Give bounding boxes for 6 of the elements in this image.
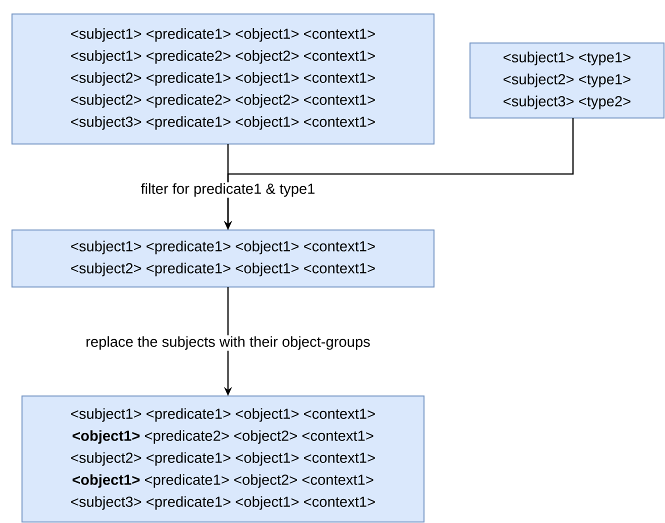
text-box: <subject1> <predicate1> <object1> <context1> <object1> <predicate2> <object2> <context1> <subject2> <predicate1> <object1> <context1> <object1> <predicate1> <object2> <context1> <subject3> <predicate1> <object1> <context1> (22, 396, 424, 522)
text-box: <subject1> <type1> <subject2> <type1> <subject3> <type2> (470, 42, 664, 118)
text-box: <subject1> <predicate1> <object1> <context1> <subject2> <predicate1> <object1> <context1> (12, 230, 434, 288)
text-box: <subject1> <predicate1> <object1> <context1> <subject1> <predicate2> <object2> <context1> <subject2> <predicate1> <object1> <context1> <subject2> <predicate2> <object2> <context1> <subject3> <predicate1> <object1> <context1> (12, 14, 434, 144)
edge-label: filter for predicate1 & type1 (140, 182, 316, 198)
edge-label: replace the subjects with their object-groups (84, 335, 372, 351)
